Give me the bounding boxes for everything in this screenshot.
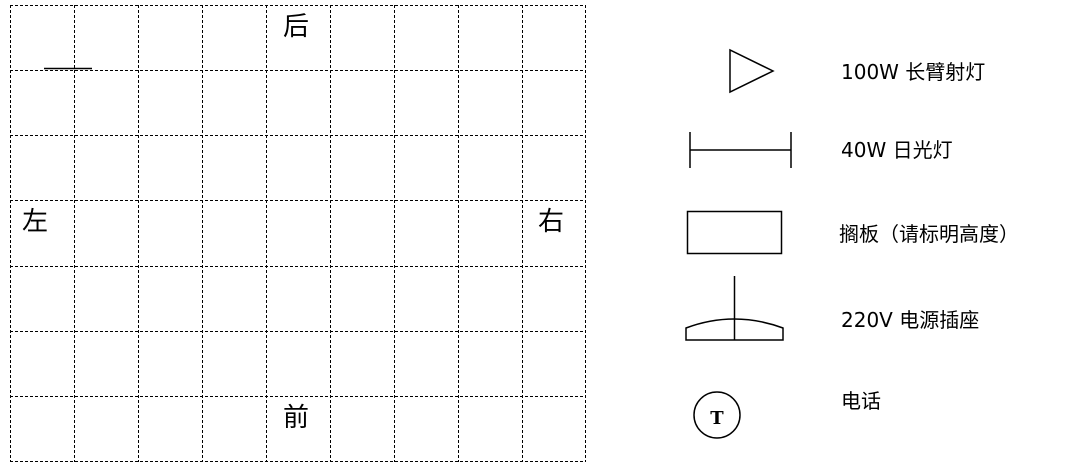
booth-floor-grid: [10, 5, 586, 462]
label-left: 左: [22, 207, 49, 237]
grid-lines: [10, 5, 586, 462]
telephone-icon: T: [693, 391, 741, 439]
legend-label-shelf: 搁板（请标明高度）: [839, 222, 1019, 246]
label-back: 后: [283, 12, 310, 42]
label-front: 前: [283, 403, 310, 433]
legend-label-telephone: 电话: [841, 389, 881, 413]
legend-label-socket: 220V 电源插座: [841, 308, 980, 332]
legend-label-fluorescent: 40W 日光灯: [841, 138, 953, 162]
telephone-glyph: T: [710, 408, 724, 429]
label-right: 右: [538, 207, 565, 237]
shelf-rectangle-icon: [686, 210, 783, 255]
spotlight-triangle-icon: [729, 48, 775, 94]
legend-label-spotlight: 100W 长臂射灯: [841, 60, 986, 84]
power-socket-icon: [685, 276, 784, 341]
fluorescent-lamp-icon: [689, 132, 792, 168]
